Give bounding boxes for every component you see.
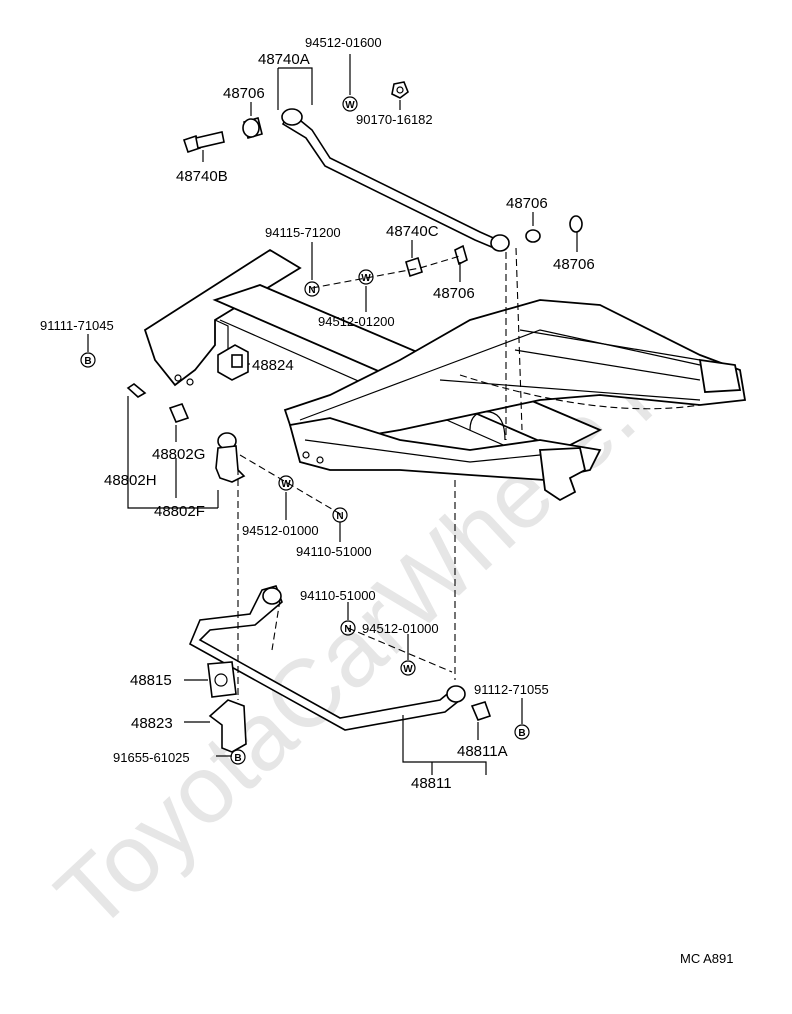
label-48740A: 48740A — [258, 51, 310, 68]
label-94115-71200: 94115-71200 — [265, 225, 341, 240]
label-94512-01000-a: 94512-01000 — [242, 523, 319, 538]
nut-90170-16182 — [391, 81, 409, 99]
label-91111-71045: 91111-71045 — [40, 318, 114, 333]
link-48802 — [126, 383, 246, 483]
label-48824: 48824 — [252, 357, 294, 374]
bracket-48824 — [217, 344, 249, 381]
label-94110-51000-b: 94110-51000 — [300, 588, 376, 603]
label-48706-right1: 48706 — [506, 195, 548, 212]
label-48706-right2: 48706 — [553, 256, 595, 273]
label-94512-01000-b: 94512-01000 — [362, 621, 439, 636]
svg-text:W: W — [403, 664, 413, 675]
svg-text:B: B — [234, 753, 241, 764]
bushing-48706-right — [525, 215, 583, 243]
label-48802F: 48802F — [154, 503, 205, 520]
bracket-48823 — [208, 699, 247, 753]
label-48802G: 48802G — [152, 446, 205, 463]
label-48706-mid: 48706 — [433, 285, 475, 302]
svg-text:N: N — [336, 511, 343, 522]
link-rod-48740A — [281, 108, 510, 252]
bolt-symbol-2: B — [514, 724, 530, 740]
label-48811: 48811 — [411, 775, 452, 792]
svg-text:N: N — [344, 624, 351, 635]
label-94110-51000-a: 94110-51000 — [296, 544, 372, 559]
svg-text:W: W — [345, 100, 355, 111]
label-48740B: 48740B — [176, 168, 228, 185]
washer-symbol-2: W — [358, 269, 374, 285]
washer-symbol-1: W — [342, 96, 358, 112]
label-48706-top: 48706 — [223, 85, 265, 102]
cushion-48740C — [405, 244, 468, 278]
bolt-48740B — [182, 131, 225, 154]
nut-symbol-3: N — [340, 620, 356, 636]
label-48815: 48815 — [130, 672, 172, 689]
svg-text:W: W — [361, 273, 371, 284]
label-94512-01600: 94512-01600 — [305, 35, 382, 50]
nut-symbol-2: N — [332, 507, 348, 523]
svg-text:N: N — [308, 285, 315, 296]
label-90170-16182: 90170-16182 — [356, 112, 433, 127]
label-94512-01200: 94512-01200 — [318, 314, 395, 329]
stabilizer-bar-48811 — [188, 585, 466, 731]
washer-symbol-4: W — [400, 660, 416, 676]
bolt-symbol-1: B — [80, 352, 96, 368]
vehicle-frame — [143, 248, 747, 502]
leader-lines — [87, 54, 578, 775]
label-48811A: 48811A — [457, 743, 508, 760]
bushing-48811A — [470, 701, 492, 721]
label-48802H: 48802H — [104, 472, 157, 489]
svg-text:W: W — [281, 479, 291, 490]
bushing-48706-top — [242, 117, 263, 139]
bushing-48815 — [207, 661, 237, 698]
nut-symbol-1: N — [304, 281, 320, 297]
svg-text:B: B — [518, 728, 525, 739]
label-48823: 48823 — [131, 715, 173, 732]
label-91655-61025: 91655-61025 — [113, 750, 190, 765]
svg-text:B: B — [84, 356, 91, 367]
washer-symbol-3: W — [278, 475, 294, 491]
bolt-symbol-3: B — [230, 749, 246, 765]
label-48740C: 48740C — [386, 223, 439, 240]
assembly-lines — [237, 247, 523, 700]
label-91112-71055: 91112-71055 — [474, 682, 549, 697]
diagram-code: MC A891 — [680, 951, 733, 966]
